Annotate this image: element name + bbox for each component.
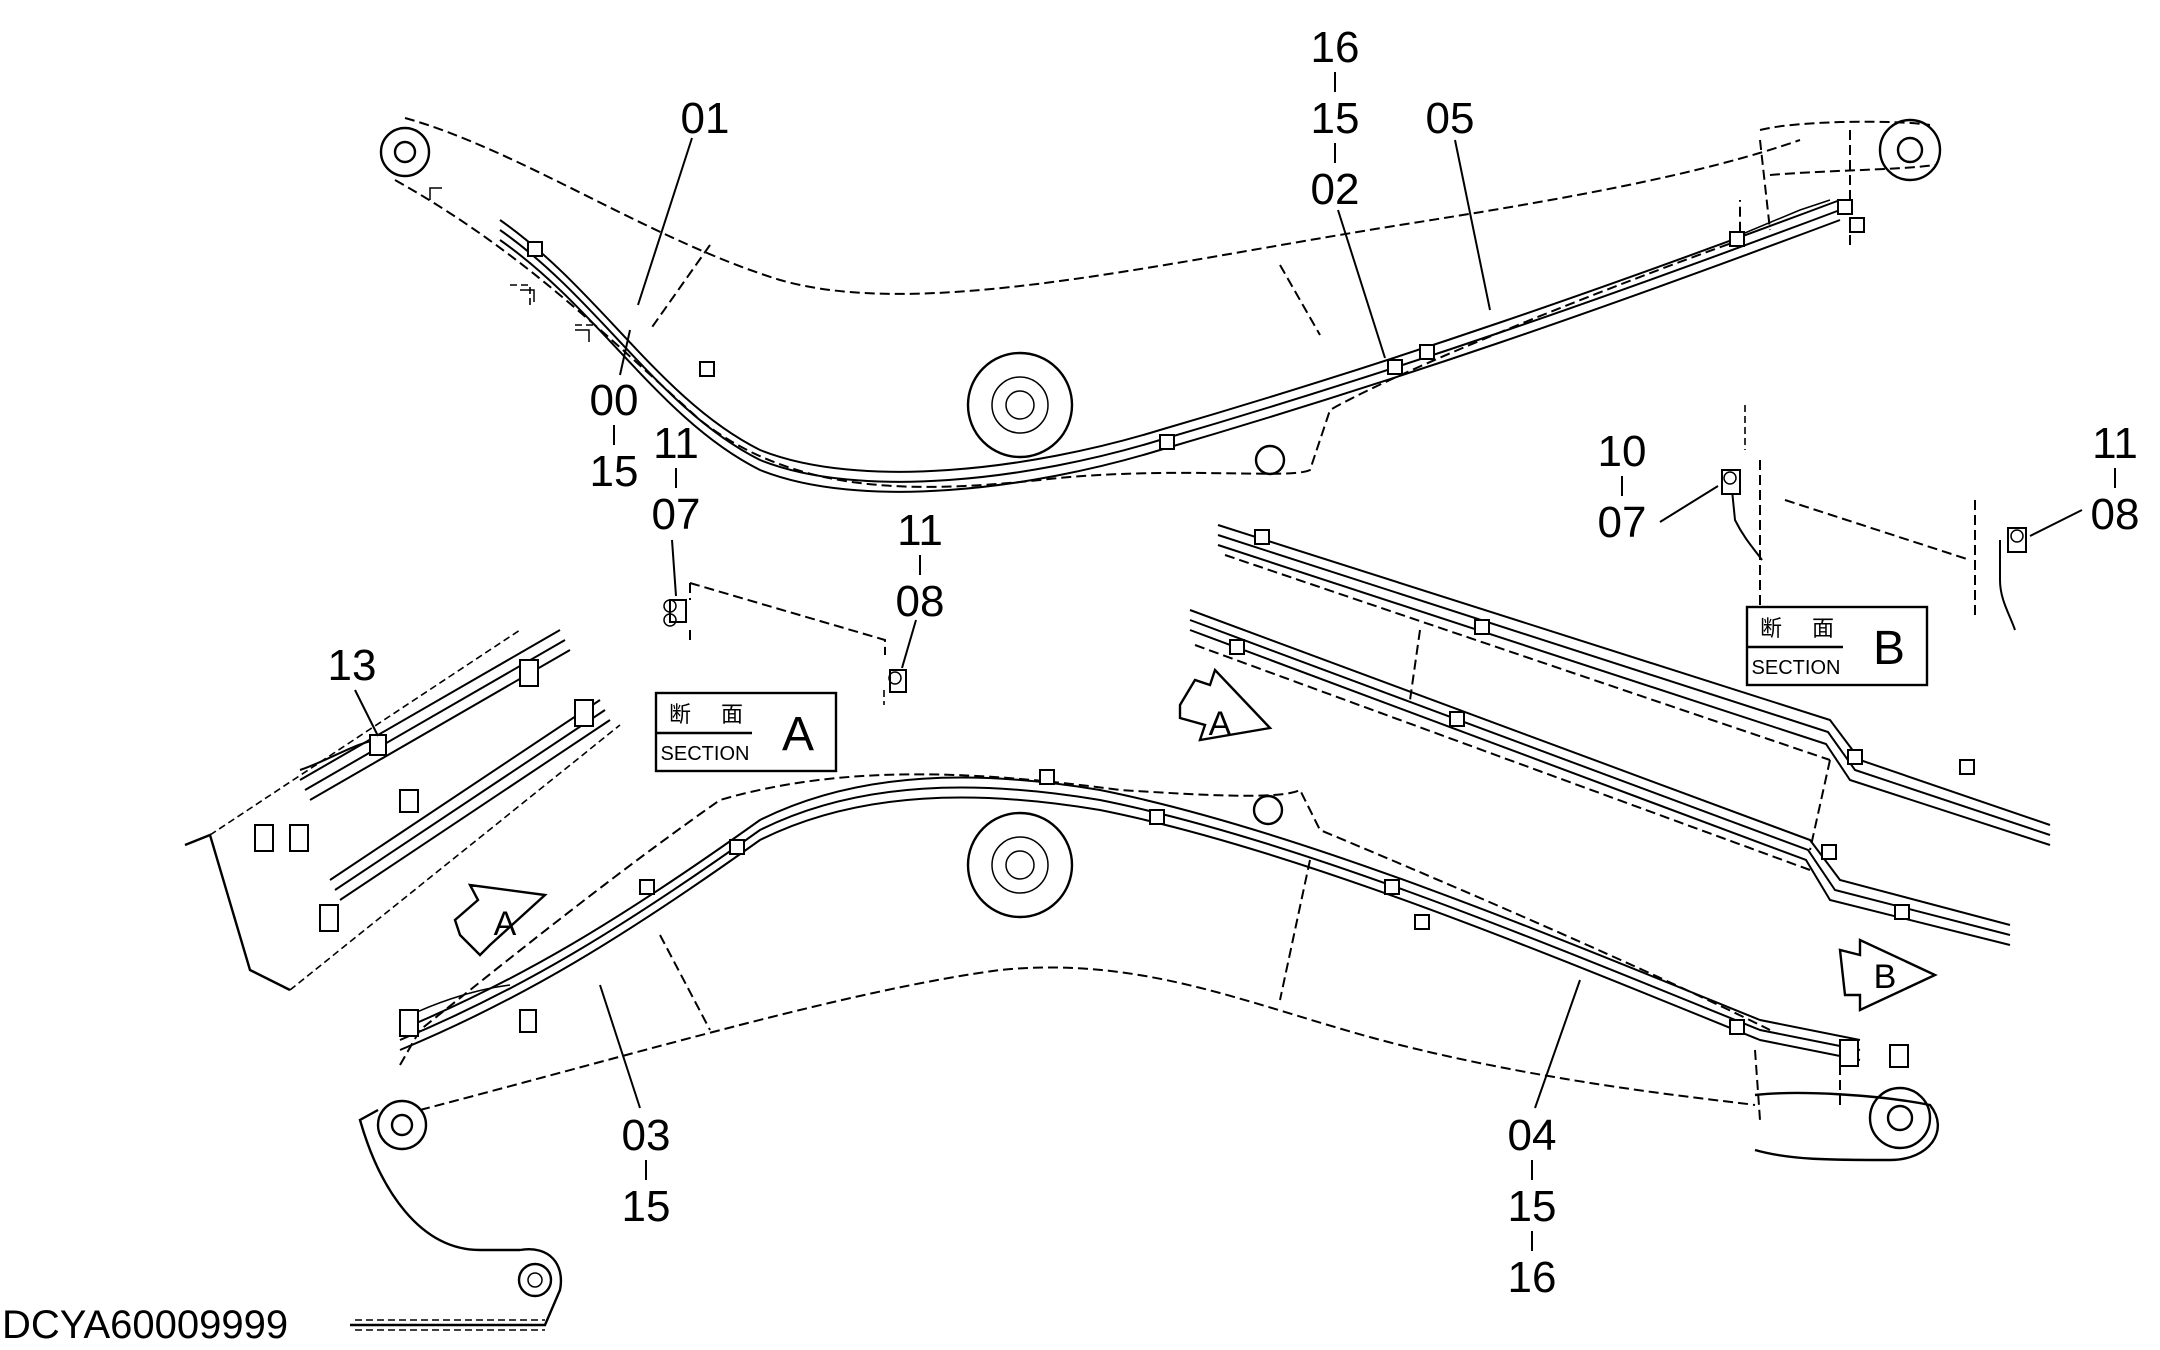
svg-text:15: 15 xyxy=(1311,94,1360,143)
svg-text:02: 02 xyxy=(1311,165,1360,214)
section-a-box: 断 面 SECTION A xyxy=(654,691,838,773)
svg-text:15: 15 xyxy=(590,447,639,496)
upper-boom xyxy=(379,117,1942,493)
svg-text:16: 16 xyxy=(1508,1253,1557,1302)
svg-text:03: 03 xyxy=(622,1111,671,1160)
svg-text:A: A xyxy=(782,708,814,761)
section-b-detail xyxy=(1659,405,2083,631)
svg-text:面: 面 xyxy=(1812,616,1834,641)
view-arrow-b-label: B xyxy=(1874,958,1897,996)
svg-text:11: 11 xyxy=(653,419,699,468)
view-arrow-a-top: A xyxy=(1178,667,1273,743)
svg-text:04: 04 xyxy=(1508,1111,1557,1160)
svg-text:断: 断 xyxy=(1760,616,1782,641)
view-arrow-b: B xyxy=(1838,938,1938,1012)
drawing-code: DCYA60009999 xyxy=(2,1303,288,1347)
svg-text:15: 15 xyxy=(1508,1182,1557,1231)
svg-text:16: 16 xyxy=(1311,23,1360,72)
callout-13: 13 xyxy=(328,641,377,690)
svg-text:10: 10 xyxy=(1598,427,1647,476)
callout-11-08-section-a: 11 08 xyxy=(896,506,945,626)
hose-clamp-icon xyxy=(1229,529,1975,920)
svg-text:面: 面 xyxy=(721,702,743,727)
svg-text:01: 01 xyxy=(681,94,730,143)
callout-16-15-02: 16 15 02 xyxy=(1311,23,1360,214)
left-end-detail xyxy=(184,629,621,992)
view-arrow-a-left: A xyxy=(453,883,548,957)
section-a-detail xyxy=(663,539,917,705)
svg-text:07: 07 xyxy=(1598,498,1647,547)
hose-routing-view xyxy=(1189,524,2051,946)
callout-03-15: 03 15 xyxy=(622,1111,671,1231)
callout-11-08-section-b: 11 08 xyxy=(2091,419,2140,539)
callout-11-07-section-a: 11 07 xyxy=(652,419,701,539)
svg-text:11: 11 xyxy=(897,506,943,555)
lower-boom xyxy=(350,769,1940,1331)
svg-text:15: 15 xyxy=(622,1182,671,1231)
hose-clamp-icon xyxy=(399,769,1909,1068)
callout-00-15: 00 15 xyxy=(590,376,639,496)
svg-text:B: B xyxy=(1873,622,1905,675)
svg-text:DCYA60009999: DCYA60009999 xyxy=(2,1303,288,1345)
view-arrow-a-left-label: A xyxy=(494,905,517,943)
svg-text:08: 08 xyxy=(896,577,945,626)
hose-fitting-icon xyxy=(254,659,594,932)
svg-text:断: 断 xyxy=(669,702,691,727)
svg-text:13: 13 xyxy=(328,641,377,690)
svg-text:SECTION: SECTION xyxy=(1752,657,1841,679)
svg-text:08: 08 xyxy=(2091,490,2140,539)
svg-text:SECTION: SECTION xyxy=(661,743,750,765)
svg-text:07: 07 xyxy=(652,490,701,539)
callout-01: 01 xyxy=(681,94,730,143)
svg-text:00: 00 xyxy=(590,376,639,425)
callout-10-07-section-b: 10 07 xyxy=(1598,427,1647,547)
callout-04-15-16: 04 15 16 xyxy=(1508,1111,1557,1302)
svg-text:11: 11 xyxy=(2092,419,2138,468)
hose-clamp-icon xyxy=(527,199,1865,450)
svg-text:05: 05 xyxy=(1426,94,1475,143)
section-b-box: 断 面 SECTION B xyxy=(1745,605,1929,687)
view-arrow-a-label: A xyxy=(1209,705,1232,743)
callout-05: 05 xyxy=(1426,94,1475,143)
